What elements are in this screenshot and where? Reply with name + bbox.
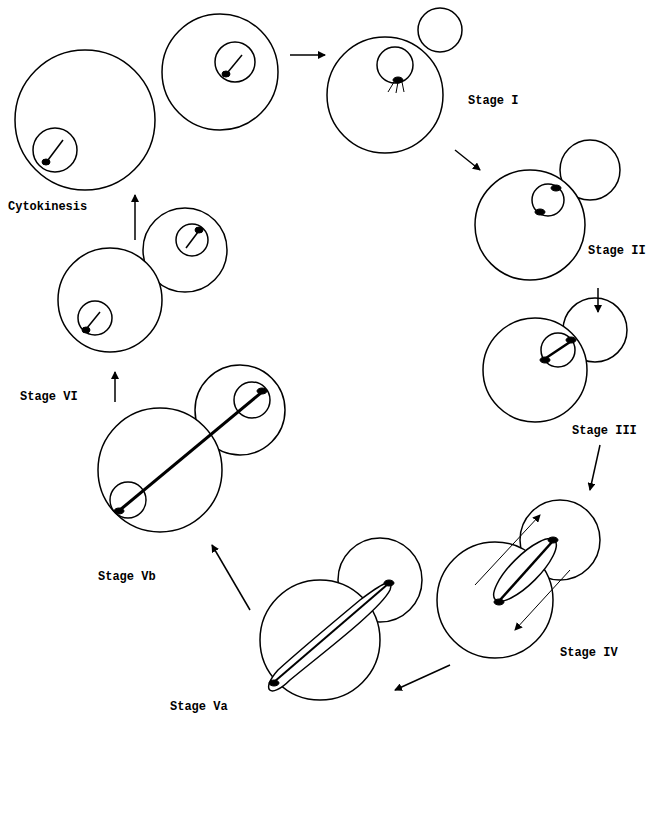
stage-label: Stage II [588, 244, 646, 258]
stage-label: Cytokinesis [8, 200, 87, 214]
stage-label: Stage I [468, 94, 518, 108]
stage-label: Stage IV [560, 646, 618, 660]
stage-label: Stage Vb [98, 570, 156, 584]
stage-label: Stage III [572, 424, 637, 438]
stage-label: Stage VI [20, 390, 78, 404]
stage-label: Stage Va [170, 700, 228, 714]
